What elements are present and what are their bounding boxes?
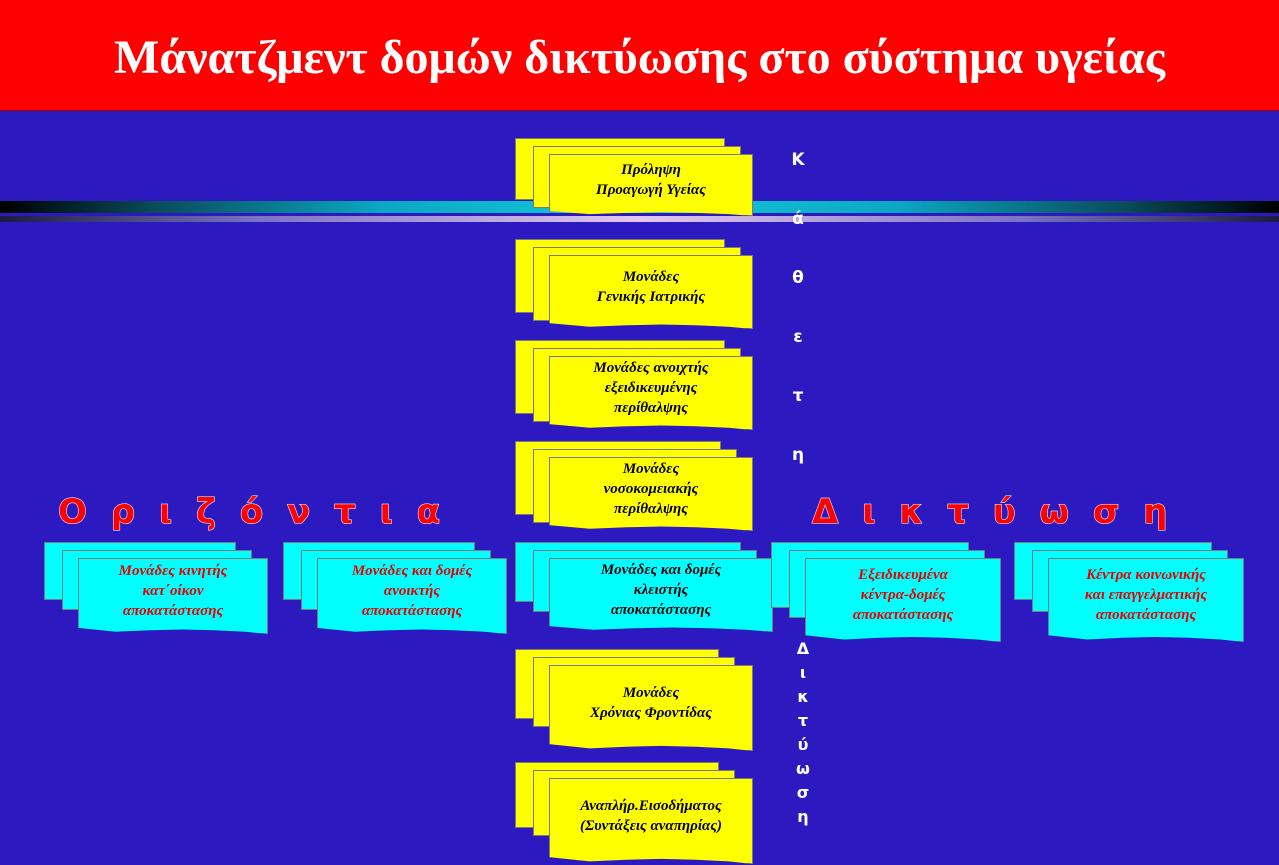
decorative-stripe-bottom (0, 216, 1279, 222)
vertical-label-bottom: Δ ι κ τ ύ ω σ η (788, 640, 818, 832)
vertical-letter: Δ (796, 639, 810, 658)
node-body: Μονάδες ανοιχτής εξειδικευμένης περίθαλψ… (549, 356, 753, 430)
vertical-letter: κ (797, 687, 809, 706)
node-body: Μονάδες Γενικής Ιατρικής (549, 255, 753, 329)
node-label: Αναπλήρ.Εισοδήματος (Συντάξεις αναπηρίας… (579, 798, 723, 834)
node-label: Πρόληψη Προαγωγή Υγείας (596, 162, 706, 198)
title-bar (0, 0, 1279, 111)
node-label: Μονάδες ανοιχτής εξειδικευμένης περίθαλψ… (593, 360, 709, 416)
node-label: Μονάδες και δομές ανοικτής αποκατάστασης (351, 563, 473, 619)
node-label: Μονάδες και δομές κλειστής αποκατάστασης (600, 562, 722, 618)
vertical-letter: Κ (791, 150, 805, 170)
horizontal-label-right: Δ ι κ τ ύ ω σ η (811, 492, 1174, 533)
node-body: Μονάδες και δομές ανοικτής αποκατάστασης (317, 558, 507, 634)
vertical-letter: σ (796, 783, 810, 802)
vertical-letter: θ (792, 268, 804, 288)
vertical-letter: ύ (797, 735, 809, 754)
vertical-label-top: Κ ά θ ε τ η (783, 150, 813, 504)
node-body: Μονάδες νοσοκομειακής περίθαλψης (549, 457, 753, 531)
node-body: Αναπλήρ.Εισοδήματος (Συντάξεις αναπηρίας… (549, 778, 753, 864)
vertical-letter: τ (797, 711, 809, 730)
node-body: Κέντρα κοινωνικής και επαγγελματικής απο… (1048, 558, 1244, 642)
node-body: Εξειδικευμένα κέντρα-δομές αποκατάστασης (805, 558, 1001, 642)
node-label: Μονάδες Γενικής Ιατρικής (596, 269, 706, 305)
vertical-letter: η (797, 807, 809, 826)
node-body: Μονάδες κινητής κατ΄οίκον αποκατάστασης (78, 558, 268, 634)
node-label: Μονάδες κινητής κατ΄οίκον αποκατάστασης (118, 563, 228, 619)
page-title: Μάνατζμεντ δομών δικτύωσης στο σύστημα υ… (114, 31, 1165, 84)
node-body: Πρόληψη Προαγωγή Υγείας (549, 154, 753, 216)
vertical-letter: ά (792, 209, 804, 229)
vertical-letter: η (791, 445, 805, 465)
vertical-letter: ω (796, 759, 810, 778)
node-label: Μονάδες νοσοκομειακής περίθαλψης (603, 461, 699, 517)
vertical-letter: ι (799, 663, 807, 682)
node-body: Μονάδες Χρόνιας Φροντίδας (549, 665, 753, 751)
node-label: Μονάδες Χρόνιας Φροντίδας (589, 685, 712, 721)
node-label: Κέντρα κοινωνικής και επαγγελματικής απο… (1084, 567, 1208, 623)
node-body: Μονάδες και δομές κλειστής αποκατάστασης (549, 558, 773, 632)
vertical-letter: ε (793, 327, 803, 347)
node-label: Εξειδικευμένα κέντρα-δομές αποκατάστασης (852, 567, 954, 623)
horizontal-label-left: Ο ρ ι ζ ό ν τ ι α (57, 492, 447, 533)
vertical-letter: τ (792, 386, 804, 406)
